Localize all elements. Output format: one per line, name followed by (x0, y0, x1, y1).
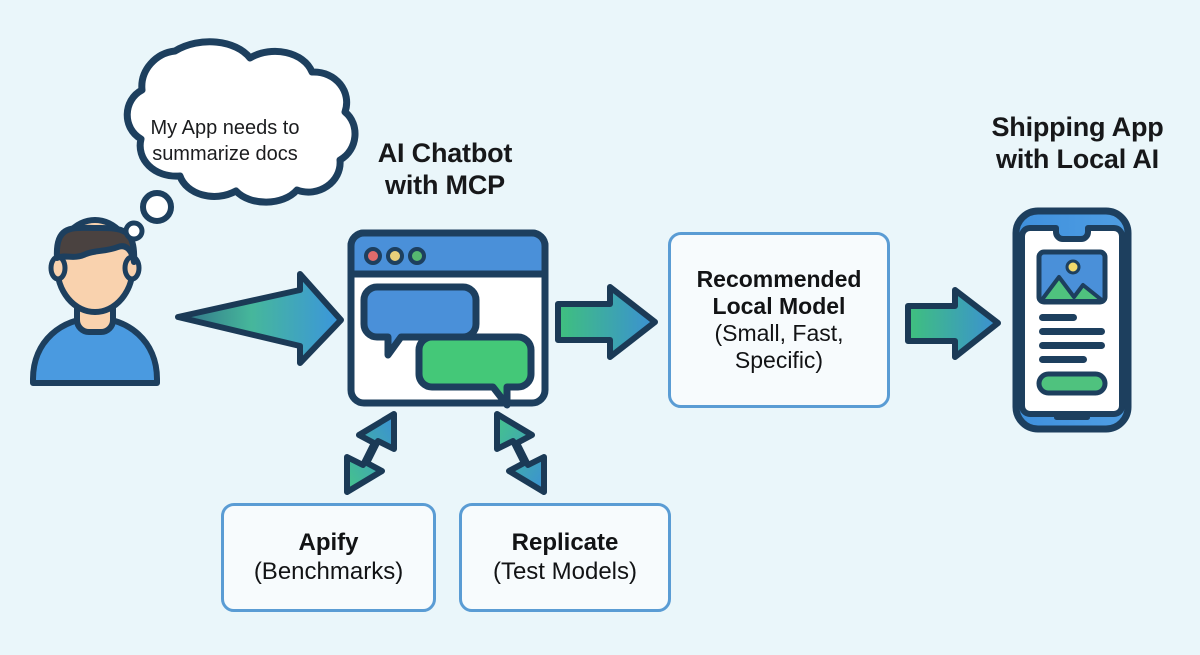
arrow-shape (555, 284, 658, 360)
arrow-chatbot-to-apify (344, 411, 397, 495)
apify-subtitle: (Benchmarks) (253, 557, 404, 585)
arrow-model-to-app (905, 287, 1001, 360)
apify-title: Apify (298, 529, 359, 557)
mountain-shape (1039, 275, 1105, 303)
arrow-shape (905, 287, 1001, 360)
arrow-shape (344, 411, 397, 495)
phone-text-line-3 (1039, 342, 1105, 349)
recommended-model-title: Recommended Local Model (696, 265, 862, 319)
window-dot-yellow-icon[interactable] (386, 247, 404, 265)
thought-bubble (123, 38, 359, 242)
phone-text-line-4 (1039, 356, 1087, 363)
recommended-model-box[interactable]: Recommended Local Model (Small, Fast, Sp… (668, 232, 890, 408)
arrow-chatbot-to-replicate (494, 411, 547, 495)
avatar-hair (53, 224, 138, 265)
window-dot-green-icon[interactable] (408, 247, 426, 265)
replicate-subtitle: (Test Models) (492, 557, 638, 585)
phone-text-line-2 (1039, 328, 1105, 335)
arrow-chatbot-to-model (555, 284, 658, 360)
user-avatar (30, 217, 160, 386)
thought-trail-circle-small (123, 220, 145, 242)
chat-window-icon (347, 229, 549, 409)
replicate-title: Replicate (511, 529, 619, 557)
thought-bubble-text: My App needs to summarize docs (150, 117, 300, 165)
chatbot-title: AI Chatbot with MCP (377, 138, 513, 200)
arrow-shape (175, 271, 344, 366)
mountain-image-icon (1036, 249, 1108, 305)
chat-bubble-green (415, 333, 535, 409)
apify-box[interactable]: Apify (Benchmarks) (221, 503, 436, 612)
window-dot-red-icon[interactable] (364, 247, 382, 265)
phone-text-line-1 (1039, 314, 1077, 321)
shipping-app-title: Shipping App with Local AI (991, 112, 1164, 174)
sun-icon (1065, 259, 1081, 275)
green-cta-button[interactable] (1036, 371, 1108, 396)
arrow-shape (494, 411, 547, 495)
thought-bubble-text-layer: My App needs to summarize docs (95, 38, 355, 218)
recommended-model-subtitle: (Small, Fast, Specific) (714, 320, 844, 374)
arrow-user-to-chatbot (175, 271, 344, 366)
replicate-box[interactable]: Replicate (Test Models) (459, 503, 671, 612)
home-indicator (1054, 415, 1090, 420)
thought-trail-circle-large (140, 190, 174, 224)
chat-bubble-blue (360, 283, 480, 359)
thought-bubble-shape (123, 38, 359, 206)
smartphone-icon (1012, 207, 1132, 433)
